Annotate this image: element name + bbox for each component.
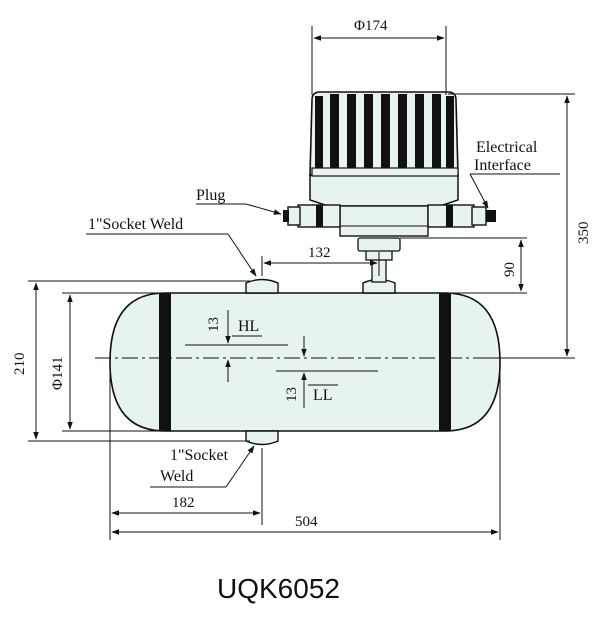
dim-overall-height: 350 (448, 93, 592, 359)
dim-overall-length-label: 504 (295, 514, 318, 530)
electrical-interface-label-1: Electrical (476, 139, 538, 156)
bottom-socket-nozzle (245, 430, 279, 446)
dim-riser-height-label: 90 (502, 262, 518, 277)
electrical-interface-label-2: Interface (474, 157, 531, 174)
dim-overall-length: 504 (111, 366, 501, 540)
housing (309, 174, 459, 207)
electrical-interface-port (427, 204, 496, 228)
dim-bottom-nozzle-pos-label: 182 (172, 495, 195, 511)
callout-plug: Plug (196, 187, 282, 215)
hl-level: 13 HL (185, 310, 288, 382)
socket-weld-bottom-label-1: 1"Socket (170, 447, 229, 464)
dim-vessel-diameter: Φ141 (50, 292, 160, 432)
vessel-band-right (439, 293, 451, 431)
plug-label: Plug (196, 187, 225, 204)
dim-vessel-height-label: 210 (12, 353, 28, 376)
dim-nozzle-spacing: 132 (261, 245, 380, 276)
plug-port (283, 204, 341, 228)
top-socket-nozzle (245, 278, 279, 294)
hl-label: HL (238, 318, 259, 335)
dim-vessel-diameter-label: Φ141 (50, 357, 66, 390)
dim-head-diameter: Φ174 (311, 18, 447, 95)
model-title: UQK6052 (217, 573, 340, 604)
socket-weld-bottom-label-2: Weld (160, 468, 193, 485)
ll-label: LL (313, 387, 333, 404)
dim-overall-height-label: 350 (576, 222, 592, 245)
socket-weld-top-label: 1"Socket Weld (88, 216, 183, 233)
ll-level: 13 LL (276, 336, 378, 408)
callout-socket-weld-bottom: 1"Socket Weld (150, 445, 255, 488)
dim-riser-height: 90 (396, 237, 527, 294)
dim-head-diameter-label: Φ174 (354, 18, 388, 34)
dim-nozzle-spacing-label: 132 (308, 245, 331, 261)
vessel-band-left (159, 293, 171, 431)
cooling-fins (315, 94, 454, 172)
dim-vessel-height: 210 (12, 280, 250, 442)
vessel (95, 278, 532, 525)
callout-socket-weld-top: 1"Socket Weld (86, 216, 257, 277)
ll-offset-label: 13 (284, 387, 300, 402)
dim-bottom-nozzle-pos: 182 (109, 366, 261, 540)
transmitter-head (283, 91, 496, 237)
hl-offset-label: 13 (206, 317, 222, 332)
callout-electrical-interface: Electrical Interface (469, 139, 560, 209)
